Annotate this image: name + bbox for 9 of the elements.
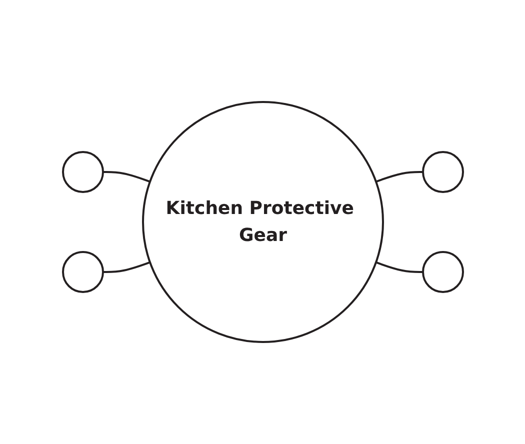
- node-circle: Kitchen Protective Gear: [142, 101, 384, 343]
- connector: [102, 171, 150, 183]
- connector: [102, 261, 150, 273]
- connector: [375, 261, 422, 273]
- node-circle: [422, 251, 464, 293]
- node-circle: [62, 151, 104, 193]
- node-circle: [62, 251, 104, 293]
- node-circle: [422, 151, 464, 193]
- connector: [375, 171, 422, 183]
